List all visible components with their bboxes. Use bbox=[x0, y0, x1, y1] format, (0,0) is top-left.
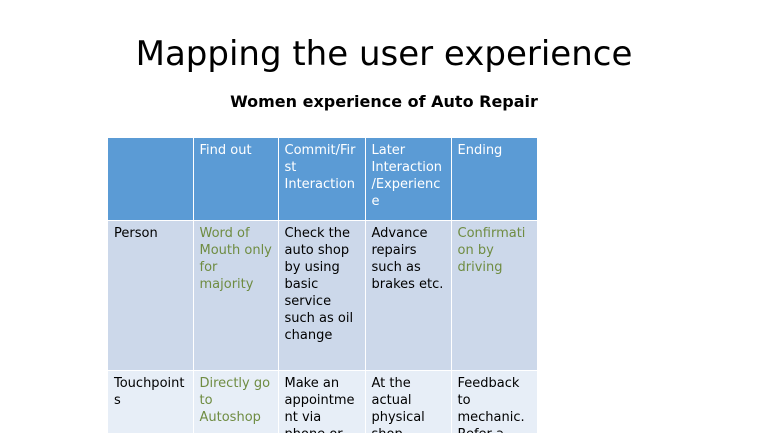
row-label-person: Person bbox=[108, 220, 194, 371]
cell-person-commit-first-interaction: Check the auto shop by using basic servi… bbox=[278, 220, 366, 371]
cell-touchpoints-find-out: Directly go to Autoshop bbox=[193, 370, 279, 433]
column-header-find-out: Find out bbox=[193, 138, 279, 221]
cell-touchpoints-commit-first-interaction: Make an appointment via phone or online bbox=[278, 370, 366, 433]
cell-person-find-out: Word of Mouth only for majority bbox=[193, 220, 279, 371]
cell-person-later-interaction-experience: Advance repairs such as brakes etc. bbox=[365, 220, 452, 371]
row-label-touchpoints: Touchpoints bbox=[108, 370, 194, 433]
table-body: Person Word of Mouth only for majority C… bbox=[108, 220, 537, 433]
column-header-later-interaction-experience: Later Interaction/Experience bbox=[365, 138, 452, 221]
page-subtitle: Women experience of Auto Repair bbox=[230, 92, 538, 111]
column-header-corner bbox=[108, 138, 194, 221]
cell-touchpoints-ending: Feedback to mechanic. Refer a friend if bbox=[451, 370, 537, 433]
page-title: Mapping the user experience bbox=[135, 34, 633, 74]
table-row-person: Person Word of Mouth only for majority C… bbox=[108, 220, 537, 371]
cell-person-ending: Confirmation by driving bbox=[451, 220, 537, 371]
table-row-touchpoints: Touchpoints Directly go to Autoshop Make… bbox=[108, 370, 537, 433]
journey-map-table: Find out Commit/First Interaction Later … bbox=[108, 138, 537, 433]
column-header-ending: Ending bbox=[451, 138, 537, 221]
cell-touchpoints-later-interaction-experience: At the actual physical shop. bbox=[365, 370, 452, 433]
table-header: Find out Commit/First Interaction Later … bbox=[108, 138, 537, 221]
table-header-row: Find out Commit/First Interaction Later … bbox=[108, 138, 537, 221]
column-header-commit-first-interaction: Commit/First Interaction bbox=[278, 138, 366, 221]
